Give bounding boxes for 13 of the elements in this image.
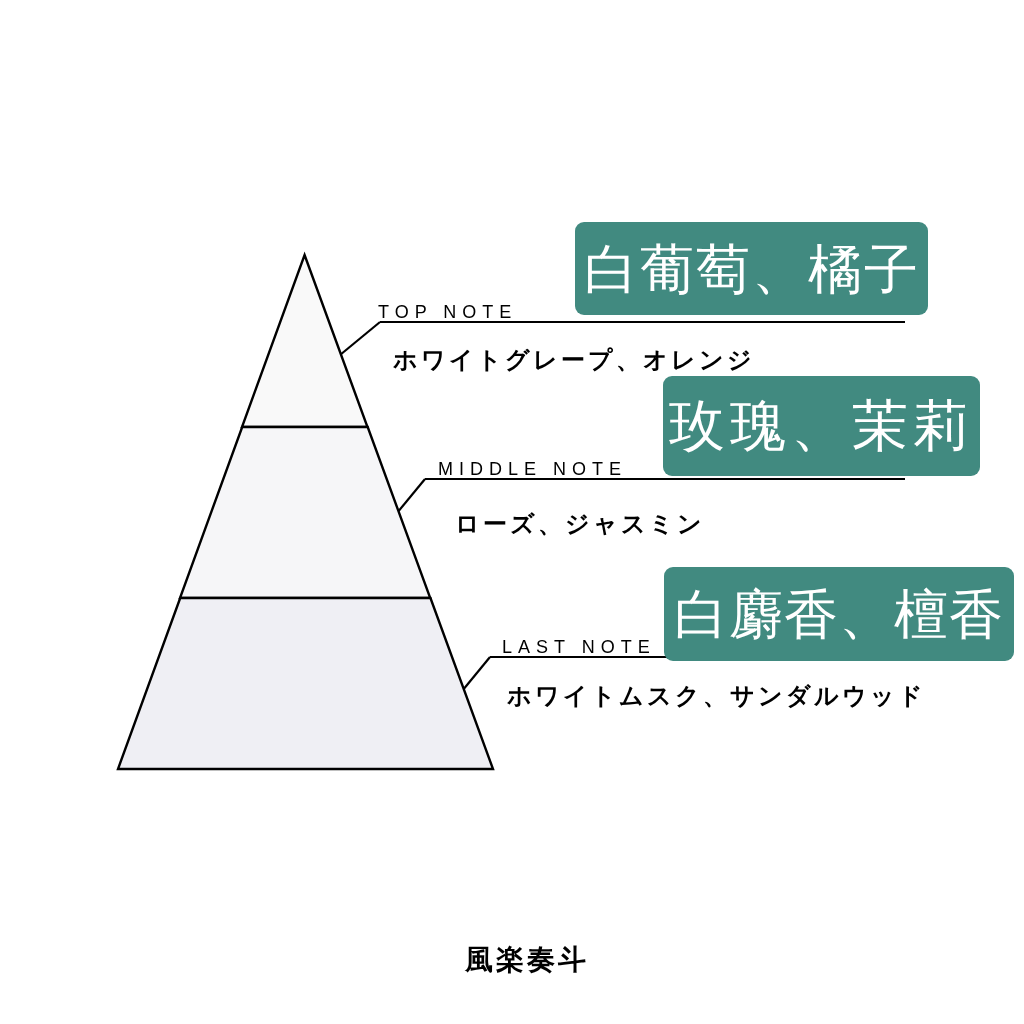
note-heading: MIDDLE NOTE — [438, 460, 627, 478]
leader-line — [397, 478, 426, 512]
note-heading: LAST NOTE — [502, 638, 656, 656]
leader-line — [340, 321, 381, 355]
leader-line — [462, 656, 491, 690]
translation-box: 玫瑰、茉莉 — [663, 376, 980, 476]
translation-box: 白麝香、檀香 — [664, 567, 1014, 661]
ingredient-text: ローズ、ジャスミン — [455, 510, 705, 538]
ingredient-text: ホワイトムスク、サンダルウッド — [507, 682, 926, 710]
note-heading: TOP NOTE — [378, 303, 518, 321]
name-caption: 風楽奏斗 — [465, 943, 589, 977]
translation-box: 白葡萄、橘子 — [575, 222, 928, 315]
ingredient-text: ホワイトグレープ、オレンジ — [393, 346, 755, 374]
